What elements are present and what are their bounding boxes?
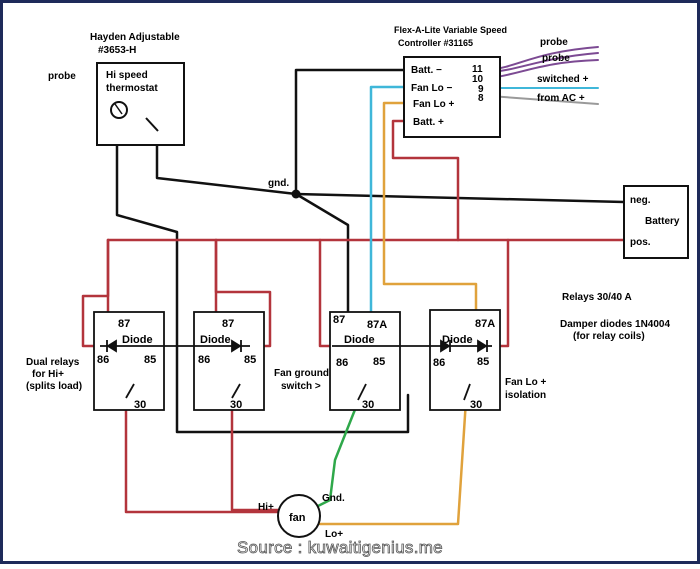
wire-relay4-fan-lo <box>318 398 468 526</box>
wire-fan-lo-plus <box>382 101 478 322</box>
thermostat-box <box>96 62 185 146</box>
controller-out-from-ac: from AC + <box>537 93 585 104</box>
thermostat-switch-icon <box>145 117 159 132</box>
gnd-node <box>291 189 301 199</box>
label-fan-lo-1: Fan Lo + <box>505 377 547 388</box>
relay-1-pin-86: 86 <box>97 354 109 366</box>
wire-gnd-battery-neg <box>294 192 626 204</box>
note-damper-1: Damper diodes 1N4004 <box>560 319 670 330</box>
diode-icon-1 <box>106 339 117 353</box>
relay-4: 87A Diode 86 85 30 <box>429 309 501 411</box>
diode-icon-3 <box>440 339 451 353</box>
wire-from-ac <box>489 95 599 105</box>
note-damper-2: (for relay coils) <box>573 331 645 342</box>
relay-3-diode-label: Diode <box>344 334 375 346</box>
relay-3-pin-86: 86 <box>336 357 348 369</box>
label-fan-lo-2: isolation <box>505 390 546 401</box>
relay-2: 87 Diode 86 85 30 <box>193 311 265 411</box>
fan-gnd-label: Gnd. <box>322 493 345 504</box>
relay-3-switch-icon <box>357 383 367 401</box>
controller-pin-9: 9 <box>478 84 484 95</box>
relay-1-switch-icon <box>125 383 135 399</box>
relay-1-pin-30: 30 <box>134 399 146 411</box>
wire-relay1-fan <box>124 396 280 514</box>
controller-out-switched: switched + <box>537 74 589 85</box>
wire-gnd-relay3 <box>294 192 350 322</box>
wire-relay2-fan <box>230 396 280 512</box>
fan-icon <box>277 494 321 538</box>
label-dual-relays-1: Dual relays <box>26 357 80 368</box>
controller-out-probe-1: probe <box>540 37 568 48</box>
relay-1: 87 Diode 86 85 30 <box>93 311 165 411</box>
controller-term-fan-lo-plus: Fan Lo + <box>413 99 455 110</box>
relay-2-pin-86: 86 <box>198 354 210 366</box>
controller-term-batt-plus: Batt. + <box>413 117 444 128</box>
relay-2-pin-85: 85 <box>244 354 256 366</box>
controller-pin-10: 10 <box>472 74 484 85</box>
label-dual-relays-3: (splits load) <box>26 381 82 392</box>
wire-batt-minus <box>294 68 406 196</box>
relay-2-diode-label: Diode <box>200 334 231 346</box>
wire-fan-lo-minus <box>369 85 406 322</box>
controller-pin-8: 8 <box>478 93 484 104</box>
controller-title-1: Flex-A-Lite Variable Speed <box>394 25 507 35</box>
thermostat-box-2: thermostat <box>106 83 158 94</box>
fan-lo-label: Lo+ <box>325 529 343 540</box>
relay-3-pin-87: 87 <box>333 314 345 326</box>
battery-neg-label: neg. <box>630 195 651 206</box>
note-relays: Relays 30/40 A <box>562 292 632 303</box>
relay-4-pin-30: 30 <box>470 399 482 411</box>
relay-2-pin-30: 30 <box>230 399 242 411</box>
wire-fan-ground <box>316 400 360 508</box>
diode-icon-4 <box>477 339 488 353</box>
relay-3-pin-87a: 87A <box>367 319 387 331</box>
relay-3-pin-30: 30 <box>362 399 374 411</box>
battery-pos-label: pos. <box>630 237 651 248</box>
battery-box <box>623 185 689 259</box>
relay-3-pin-85: 85 <box>373 356 385 368</box>
thermostat-probe-label: probe <box>48 71 76 82</box>
wire-thermostat-ground <box>115 131 410 434</box>
relay-1-diode-label: Diode <box>122 334 153 346</box>
relay-1-pin-85: 85 <box>144 354 156 366</box>
diode-icon-2 <box>231 339 242 353</box>
relay-3: 87 87A Diode 86 85 30 <box>329 311 401 411</box>
relay-2-switch-icon <box>231 383 241 399</box>
label-dual-relays-2: for Hi+ <box>32 369 64 380</box>
relay-1-pin-87: 87 <box>118 318 130 330</box>
source-watermark: Source : kuwaitigenius.me <box>237 538 443 557</box>
thermostat-box-1: Hi speed <box>106 70 148 81</box>
relay-4-pin-86: 86 <box>433 357 445 369</box>
relay-3-box <box>329 311 401 411</box>
thermostat-needle <box>114 103 123 115</box>
relay-4-switch-icon <box>463 383 471 401</box>
controller-box <box>403 56 501 138</box>
fan-label: fan <box>289 512 306 524</box>
battery-title: Battery <box>645 216 680 227</box>
relay-4-pin-87a: 87A <box>475 318 495 330</box>
wire-batt-plus <box>391 119 460 242</box>
relay-2-box <box>193 311 265 411</box>
fan-hi-label: Hi+ <box>258 502 274 513</box>
controller-pin-11: 11 <box>472 64 483 75</box>
controller-term-fan-lo-minus: Fan Lo − <box>411 83 453 94</box>
thermostat-title-2: #3653-H <box>98 45 136 56</box>
wire-relay3-coil <box>318 238 334 348</box>
relay-2-pin-87: 87 <box>222 318 234 330</box>
controller-title-2: Controller #31165 <box>398 38 473 48</box>
relay-4-pin-85: 85 <box>477 356 489 368</box>
controller-term-batt-minus: Batt. − <box>411 65 442 76</box>
label-fan-ground-2: switch > <box>281 381 321 392</box>
thermostat-title-1: Hayden Adjustable <box>90 32 180 43</box>
relay-4-box <box>429 309 501 411</box>
gnd-label: gnd. <box>268 178 289 189</box>
controller-out-probe-2: probe <box>542 53 570 64</box>
label-fan-ground-1: Fan ground <box>274 368 329 379</box>
